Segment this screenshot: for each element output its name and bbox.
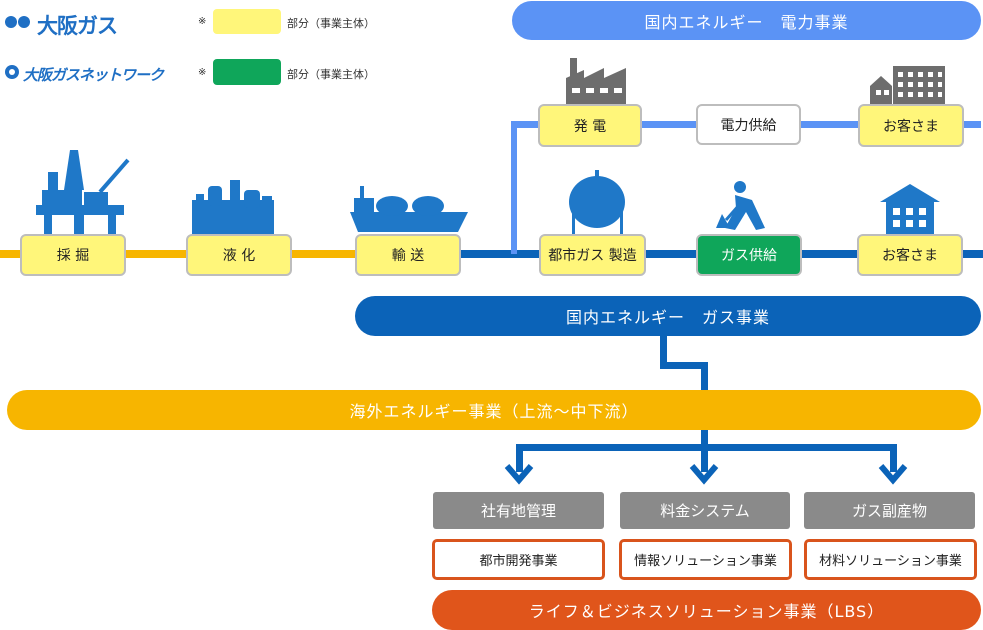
lbs-category-byproduct: ガス副産物 bbox=[804, 492, 975, 529]
osaka-gas-emblem-icon bbox=[5, 16, 30, 28]
mining-box: 採 掘 bbox=[20, 234, 126, 276]
lbs-business-banner: ライフ＆ビジネスソリューション事業（LBS） bbox=[432, 590, 981, 630]
power-supply-box: 電力供給 bbox=[696, 104, 801, 145]
gas-tank-icon bbox=[569, 170, 625, 236]
electric-flow-line bbox=[511, 121, 517, 254]
gas-connector bbox=[660, 333, 667, 367]
branch-left bbox=[516, 444, 523, 472]
arrow-down-icon bbox=[504, 464, 534, 485]
branch-trunk bbox=[701, 428, 708, 448]
liquefaction-plant-icon bbox=[192, 180, 274, 234]
branch-mid bbox=[701, 444, 708, 472]
arrow-down-icon bbox=[689, 464, 719, 485]
osaka-gas-network-emblem-icon bbox=[5, 65, 19, 79]
legend-text: 部分（事業主体） bbox=[287, 68, 375, 81]
legend-mark: ※ bbox=[198, 67, 207, 78]
lbs-category-billing: 料金システム bbox=[620, 492, 790, 529]
electric-customer-box: お客さま bbox=[858, 104, 964, 147]
oil-rig-icon bbox=[36, 150, 130, 235]
gas-flow-line bbox=[360, 250, 983, 258]
legend-swatch-green bbox=[213, 59, 281, 85]
house-icon bbox=[880, 184, 940, 234]
legend-swatch-yellow bbox=[213, 9, 281, 34]
gas-customer-box: お客さま bbox=[857, 234, 963, 276]
gas-connector-h bbox=[660, 362, 708, 369]
upstream-flow-line bbox=[0, 250, 360, 258]
electric-business-banner: 国内エネルギー 電力事業 bbox=[512, 1, 981, 40]
lbs-business-urban: 都市開発事業 bbox=[432, 539, 605, 580]
osaka-gas-logo: 大阪ガス bbox=[37, 14, 118, 38]
arrow-down-icon bbox=[878, 464, 908, 485]
legend-text: 部分（事業主体） bbox=[287, 17, 375, 30]
branch-right bbox=[890, 444, 897, 472]
osaka-gas-network-logo: 大阪ガスネットワーク bbox=[23, 66, 164, 84]
lbs-business-material: 材料ソリューション事業 bbox=[804, 539, 977, 580]
factory-icon bbox=[566, 58, 626, 104]
lng-ship-icon bbox=[350, 186, 468, 232]
transport-box: 輸 送 bbox=[355, 234, 461, 276]
lbs-business-info: 情報ソリューション事業 bbox=[619, 539, 792, 580]
worker-icon bbox=[716, 181, 765, 230]
power-generation-box: 発 電 bbox=[538, 104, 642, 147]
liquefaction-box: 液 化 bbox=[186, 234, 292, 276]
legend-mark: ※ bbox=[198, 16, 207, 27]
gas-connector-v2 bbox=[701, 362, 708, 390]
apartment-icon bbox=[870, 66, 945, 104]
gas-business-banner: 国内エネルギー ガス事業 bbox=[355, 296, 981, 336]
gas-supply-box: ガス供給 bbox=[696, 234, 802, 276]
overseas-business-banner: 海外エネルギー事業（上流〜中下流） bbox=[7, 390, 981, 430]
city-gas-manufacturing-box: 都市ガス 製造 bbox=[539, 234, 646, 276]
lbs-category-land: 社有地管理 bbox=[433, 492, 604, 529]
